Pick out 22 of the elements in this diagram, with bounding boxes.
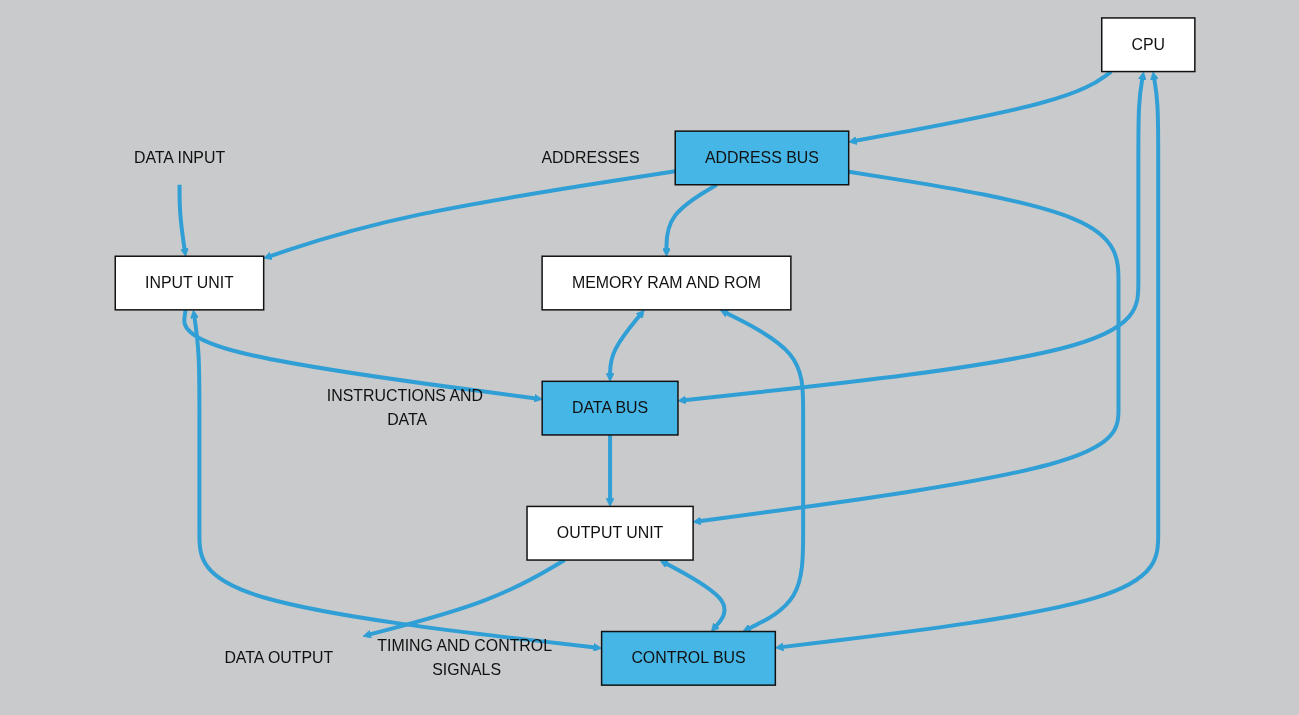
arrow — [605, 434, 615, 507]
node-box: MEMORY RAM AND ROM — [541, 255, 792, 311]
node-box: DATA BUS — [541, 380, 679, 436]
node-box: OUTPUT UNIT — [526, 505, 694, 561]
node-box: CPU — [1101, 17, 1196, 73]
node-label: ADDRESSES — [541, 149, 640, 166]
node-text: DATA INPUT — [133, 149, 226, 166]
arrow — [263, 169, 676, 260]
arrow — [662, 183, 718, 257]
node-box: ADDRESS BUS — [674, 130, 850, 186]
arrow — [605, 309, 645, 382]
arrow — [190, 309, 602, 652]
arrow — [659, 559, 727, 632]
arrow — [677, 71, 1147, 405]
node-box: INPUT UNIT — [114, 255, 265, 311]
node-label: INSTRUCTIONS AND DATA — [326, 387, 484, 428]
node-box: CONTROL BUS — [600, 630, 777, 686]
arrow — [719, 309, 806, 632]
node-label: TIMING AND CONTROL SIGNALS — [377, 637, 552, 679]
arrow — [177, 184, 189, 257]
arrow — [182, 309, 543, 403]
node-text: DATA OUTPUT — [224, 649, 334, 667]
